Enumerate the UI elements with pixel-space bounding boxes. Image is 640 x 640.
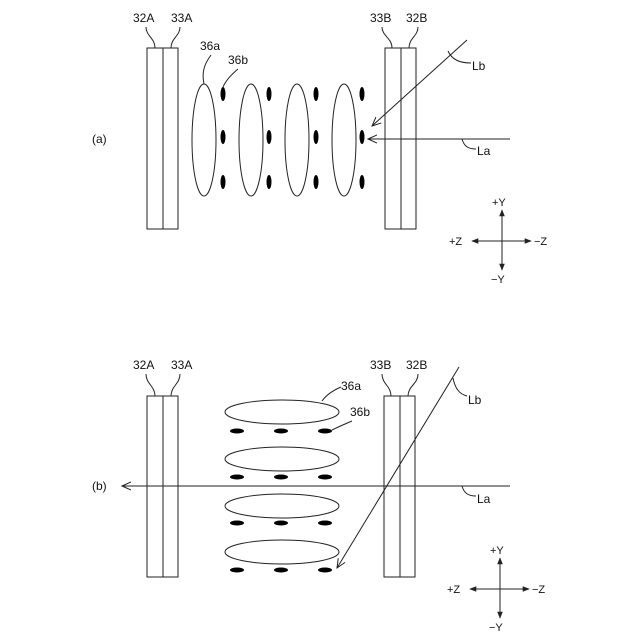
molecule-36a (225, 447, 339, 471)
leader-la (462, 486, 476, 496)
molecule-36b (360, 130, 365, 144)
molecule-36b (314, 87, 319, 101)
molecule-36b (267, 175, 272, 189)
molecule-36b (221, 130, 226, 144)
molecule-36b (230, 475, 244, 480)
label-32a: 32A (133, 11, 154, 25)
label-36a: 36a (200, 39, 220, 53)
molecule-36b (314, 130, 319, 144)
leader-36a (322, 387, 341, 401)
figure-a: (a) 32A 33A 33B 32B (92, 11, 547, 286)
leader-36b (223, 69, 238, 87)
axis-label-minus-y: −Y (489, 622, 503, 634)
leader-33a (171, 27, 180, 48)
axis-label-plus-y: +Y (492, 197, 506, 209)
label-36b: 36b (350, 405, 370, 419)
axis-label-plus-y: +Y (490, 545, 504, 557)
molecule-36a (225, 540, 339, 564)
molecule-36b (318, 429, 332, 434)
figure-b: (b) 32A 33A 33B 32B (92, 358, 545, 634)
leader-33a (171, 374, 180, 396)
molecule-36b (318, 568, 332, 573)
leader-32a (146, 27, 155, 48)
molecule-36b (230, 521, 244, 526)
label-33b: 33B (370, 11, 391, 25)
label-32a: 32A (133, 358, 154, 372)
molecule-36b (221, 87, 226, 101)
molecule-36b (318, 521, 332, 526)
label-la: La (477, 144, 491, 158)
molecule-36b (230, 429, 244, 434)
leader-36b (332, 421, 352, 430)
molecule-36a (332, 84, 356, 196)
label-33b: 33B (370, 358, 391, 372)
leader-33b (382, 374, 391, 396)
axis-indicator-b: +Y −Y +Z −Z (447, 545, 545, 634)
label-lb: Lb (468, 393, 482, 407)
label-36b: 36b (228, 53, 248, 67)
molecule-36b (230, 568, 244, 573)
leader-33b (382, 27, 392, 48)
panel-label-a: (a) (92, 132, 107, 146)
leader-la (462, 139, 476, 149)
leader-lb (448, 51, 471, 63)
molecule-36b (360, 175, 365, 189)
axis-label-minus-z: −Z (534, 236, 547, 248)
axis-label-minus-z: −Z (532, 584, 545, 596)
leader-32b (408, 374, 418, 396)
leader-32b (409, 27, 418, 48)
axis-label-minus-y: −Y (491, 274, 505, 286)
leader-lb (453, 378, 467, 396)
label-33a: 33A (171, 358, 192, 372)
label-32b: 32B (406, 11, 427, 25)
molecule-36b (314, 175, 319, 189)
molecule-36b (274, 429, 288, 434)
label-la: La (477, 492, 491, 506)
molecule-36b (267, 130, 272, 144)
axis-label-plus-z: +Z (447, 584, 460, 596)
molecule-36b (221, 175, 226, 189)
label-36a: 36a (341, 379, 361, 393)
molecule-36a (225, 400, 339, 424)
label-33a: 33A (171, 11, 192, 25)
molecule-36b (267, 87, 272, 101)
axis-label-plus-z: +Z (449, 236, 462, 248)
molecule-36b (274, 568, 288, 573)
molecule-36b (274, 521, 288, 526)
molecule-36b (274, 475, 288, 480)
panel-label-b: (b) (92, 479, 107, 493)
molecule-36a (225, 494, 339, 518)
leader-36a (203, 55, 211, 84)
axis-indicator-a: +Y −Y +Z −Z (449, 197, 547, 286)
leader-32a (146, 374, 155, 396)
label-32b: 32B (406, 358, 427, 372)
molecule-36a (285, 84, 309, 196)
label-lb: Lb (472, 59, 486, 73)
molecule-36a (239, 84, 263, 196)
molecule-36b (318, 475, 332, 480)
molecule-36a (192, 84, 216, 196)
molecule-36b (360, 87, 365, 101)
plate-32a (147, 48, 163, 229)
plate-33a (163, 48, 178, 229)
